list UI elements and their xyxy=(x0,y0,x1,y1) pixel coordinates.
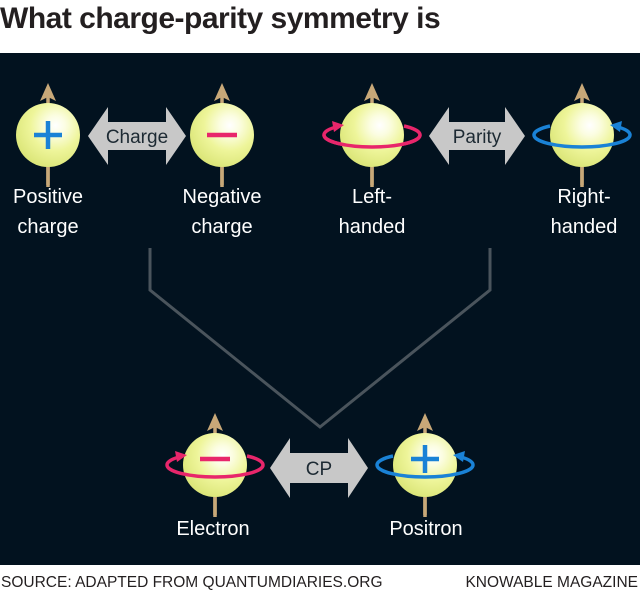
particle-left-handed xyxy=(322,81,422,187)
right-spin-ring-icon xyxy=(375,464,475,479)
cp-double-arrow-icon xyxy=(270,438,368,498)
label-left-handed-line1: Left- xyxy=(352,186,392,208)
source-credit: SOURCE: ADAPTED FROM QUANTUMDIARIES.ORG xyxy=(1,574,383,591)
sphere-icon xyxy=(183,433,247,497)
left-spin-ring-icon xyxy=(165,464,265,479)
particle-electron xyxy=(165,411,265,517)
label-negative-line1: Negative xyxy=(183,186,262,208)
diagram-panel: Positive charge Charge Negative charge L… xyxy=(0,53,640,565)
label-negative-line2: charge xyxy=(191,216,252,238)
charge-arrow-label: Charge xyxy=(106,127,168,148)
particle-positron xyxy=(375,411,475,517)
cp-symmetry-diagram: Positive charge Charge Negative charge L… xyxy=(13,81,632,540)
connector-line xyxy=(148,248,492,429)
particle-right-handed xyxy=(532,81,632,187)
label-positron: Positron xyxy=(389,518,462,540)
left-spin-ring-icon xyxy=(322,134,422,149)
label-positive-line2: charge xyxy=(17,216,78,238)
parity-arrow-label: Parity xyxy=(453,127,502,148)
figure-title: What charge-parity symmetry is xyxy=(0,2,441,35)
cp-arrow-label: CP xyxy=(306,459,332,480)
label-right-handed-line1: Right- xyxy=(557,186,610,208)
particle-negative-charge xyxy=(190,81,254,187)
right-spin-ring-icon xyxy=(532,134,632,149)
publisher-credit: KNOWABLE MAGAZINE xyxy=(465,574,638,591)
sphere-icon xyxy=(340,103,404,167)
label-positive-line1: Positive xyxy=(13,186,83,208)
charge-double-arrow-icon xyxy=(88,107,186,165)
label-right-handed-line2: handed xyxy=(551,216,618,238)
label-left-handed-line2: handed xyxy=(339,216,406,238)
label-electron: Electron xyxy=(176,518,249,540)
parity-double-arrow-icon xyxy=(429,107,525,165)
sphere-icon xyxy=(550,103,614,167)
particle-positive-charge xyxy=(16,81,80,187)
